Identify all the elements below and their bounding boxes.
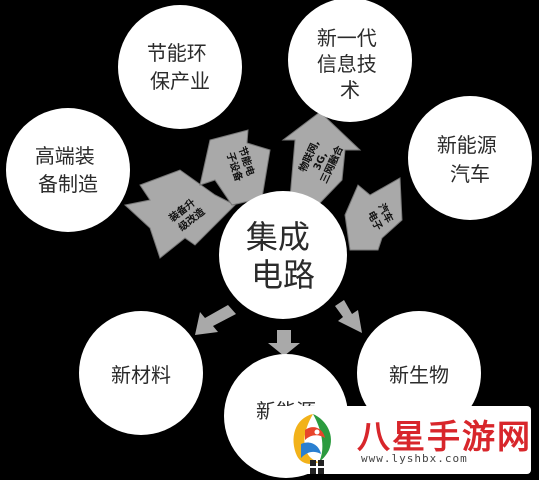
watermark-title: 八星手游网 <box>357 417 532 456</box>
node-materials: 新材料 <box>79 311 203 435</box>
svg-text:节能环 保产业: 节能环 保产业 <box>147 41 213 93</box>
svg-text:集成 电路: 集成 电路 <box>246 218 320 294</box>
arrow-iot <box>281 111 362 206</box>
svg-text:新一代 信息技 术: 新一代 信息技 术 <box>317 26 383 102</box>
watermark-url: www.lyshbx.com <box>361 452 468 465</box>
node-center: 集成 电路 <box>219 191 347 319</box>
node-it: 新一代 信息技 术 <box>288 0 412 122</box>
parrot-logo-icon <box>293 414 332 464</box>
arrow-down-center <box>268 330 300 356</box>
watermark: 八星手游网 www.lyshbx.com <box>269 406 531 474</box>
arrow-upgrade <box>123 169 236 259</box>
arrow-auto <box>344 177 403 251</box>
svg-text:新能源 汽车: 新能源 汽车 <box>437 133 503 186</box>
svg-text:新生物: 新生物 <box>389 363 449 387</box>
arrow-down-right <box>335 300 362 333</box>
node-bio: 新生物 <box>357 311 481 435</box>
node-energy-saving: 节能环 保产业 <box>118 5 242 129</box>
arrow-down-left <box>195 305 236 335</box>
arrow-energy-device <box>199 129 271 206</box>
node-nev: 新能源 汽车 <box>408 96 532 220</box>
svg-text:高端装 备制造: 高端装 备制造 <box>35 144 101 196</box>
windows-icon <box>310 460 324 474</box>
node-high-end: 高端装 备制造 <box>6 108 130 232</box>
svg-text:新材料: 新材料 <box>111 363 171 387</box>
